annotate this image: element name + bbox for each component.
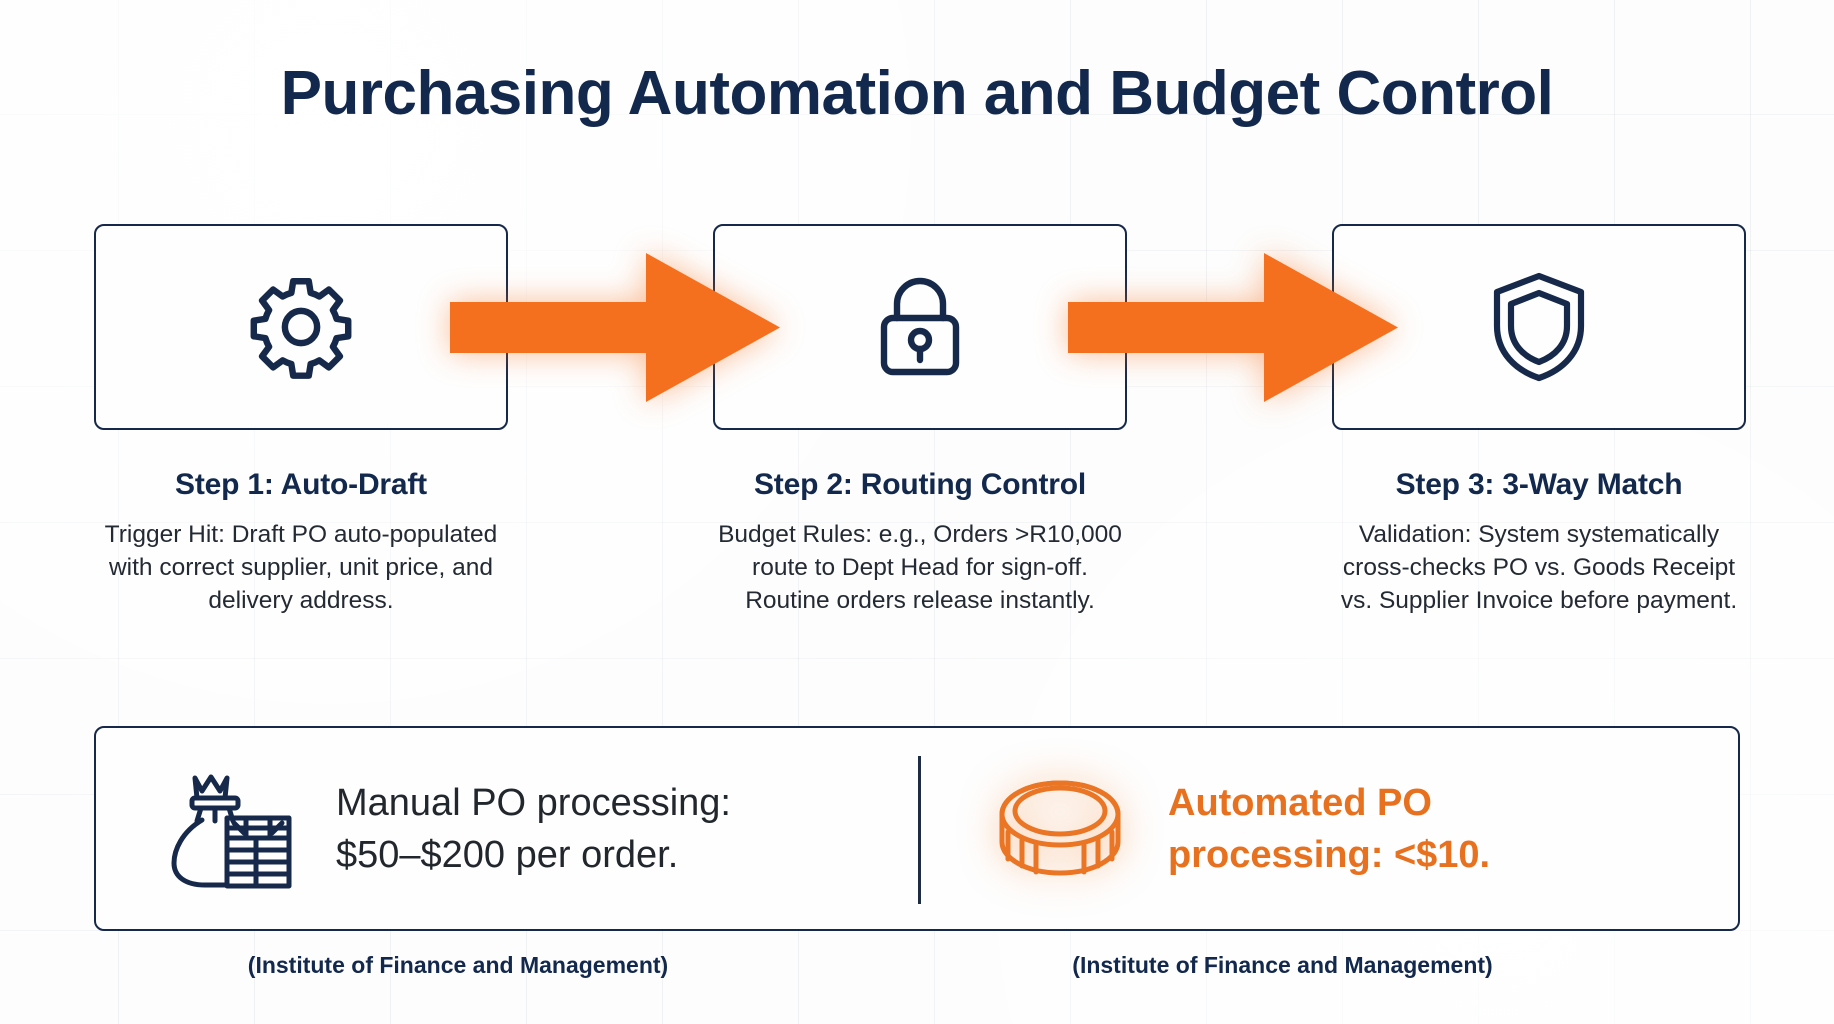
footnote-right: (Institute of Finance and Management) <box>1072 952 1493 978</box>
step-body-2: Budget Rules: e.g., Orders >R10,000 rout… <box>718 521 1122 614</box>
footnote-left: (Institute of Finance and Management) <box>247 952 669 978</box>
manual-cost-text: Manual PO processing: $50–$200 per order… <box>336 777 731 881</box>
automated-cost-line1: Automated PO <box>1168 781 1432 824</box>
comparison-divider <box>918 756 921 904</box>
automated-cost-line2: processing: <$10. <box>1168 833 1491 876</box>
money-bag-icon <box>171 774 292 888</box>
cost-comparison-bar: Manual PO processing: $50–$200 per order… <box>94 726 1740 931</box>
step-heading-3: Step 3: 3-Way Match <box>1395 468 1683 501</box>
gear-icon <box>250 278 352 379</box>
lock-icon <box>880 277 960 376</box>
coin-stack-icon <box>999 780 1121 875</box>
manual-cost-line2: $50–$200 per order. <box>336 833 679 876</box>
step-card-2 <box>713 224 1127 430</box>
flow-arrow-2 <box>1068 253 1398 402</box>
shield-icon <box>1493 272 1585 382</box>
automated-cost-text: Automated PO processing: <$10. <box>1168 777 1490 881</box>
step-body-1: Trigger Hit: Draft PO auto-populated wit… <box>104 521 498 614</box>
step-body-3: Validation: System systematically cross-… <box>1340 521 1738 614</box>
automated-cost-block: Automated PO processing: <$10. <box>912 728 1738 929</box>
step-heading-2: Step 2: Routing Control <box>753 468 1087 501</box>
flow-arrow-1 <box>450 253 780 402</box>
manual-cost-line1: Manual PO processing: <box>336 781 731 824</box>
step-card-1 <box>94 224 508 430</box>
step-caption-1: Step 1: Auto-Draft Trigger Hit: Draft PO… <box>81 468 521 617</box>
page-title: Purchasing Automation and Budget Control <box>280 59 1554 128</box>
manual-cost-block: Manual PO processing: $50–$200 per order… <box>96 728 912 929</box>
step-caption-2: Step 2: Routing Control Budget Rules: e.… <box>700 468 1140 617</box>
step-card-3 <box>1332 224 1746 430</box>
step-heading-1: Step 1: Auto-Draft <box>175 468 427 501</box>
step-caption-3: Step 3: 3-Way Match Validation: System s… <box>1319 468 1759 617</box>
